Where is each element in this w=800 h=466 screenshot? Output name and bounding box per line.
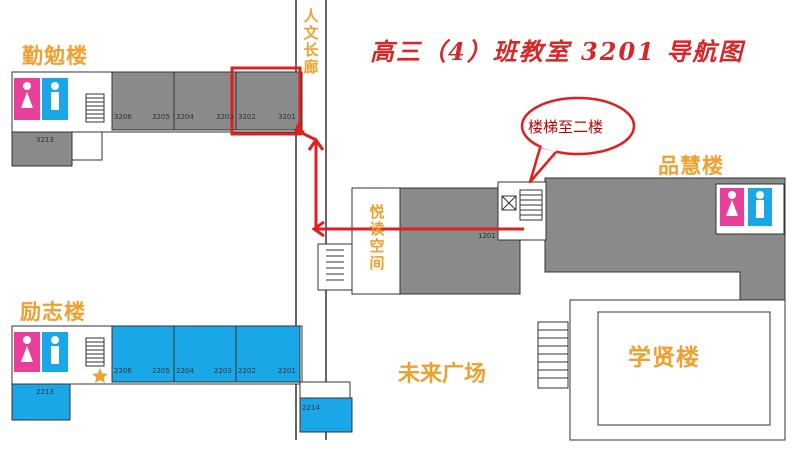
lizhi-building — [11, 325, 353, 433]
stairs-icon — [317, 243, 353, 291]
building-label-pinhui: 品慧楼 — [658, 154, 724, 178]
room-number: 3206 — [114, 113, 132, 121]
corridor-label-renwen: 人文长廊 — [303, 7, 319, 76]
plaza-label: 未来广场 — [398, 362, 487, 387]
room-number: 3203 — [216, 113, 234, 121]
star-marker-icon — [92, 368, 108, 383]
room-number: 2205 — [152, 367, 170, 375]
room-number: 1201 — [478, 232, 496, 240]
room-number: 2204 — [176, 367, 194, 375]
stairs-icon — [85, 93, 105, 123]
stairs-icon — [519, 189, 543, 221]
room-number: 3204 — [176, 113, 194, 121]
room-number: 2202 — [238, 367, 256, 375]
callout-label: 楼梯至二楼 — [528, 118, 604, 136]
navigation-route — [293, 122, 524, 238]
room-number: 3201 — [278, 113, 296, 121]
building-label-lizhi: 励志楼 — [20, 300, 86, 324]
room-number: 3205 — [152, 113, 170, 121]
stairs-callout — [520, 96, 636, 184]
room-number: 3202 — [238, 113, 256, 121]
stairs-icon — [85, 337, 105, 367]
page-title: 高三（4）班教室 3201 导航图 — [370, 37, 745, 66]
pinhui-building — [351, 177, 786, 301]
building-label-qinmian: 勤勉楼 — [22, 44, 88, 68]
corridor-label-yuedu: 悦读空间 — [369, 203, 385, 272]
room-number: 2201 — [278, 367, 296, 375]
room-number: 2213 — [36, 388, 54, 396]
target-room-highlight — [230, 66, 302, 136]
room-number: 2206 — [114, 367, 132, 375]
building-label-xuexian: 学贤楼 — [628, 345, 700, 371]
room-number: 2214 — [302, 404, 320, 412]
room-number: 3213 — [36, 136, 54, 144]
qinmian-building — [11, 66, 303, 167]
room-number: 2203 — [214, 367, 232, 375]
stairs-icon — [537, 321, 569, 389]
xuexian-building — [537, 299, 786, 441]
